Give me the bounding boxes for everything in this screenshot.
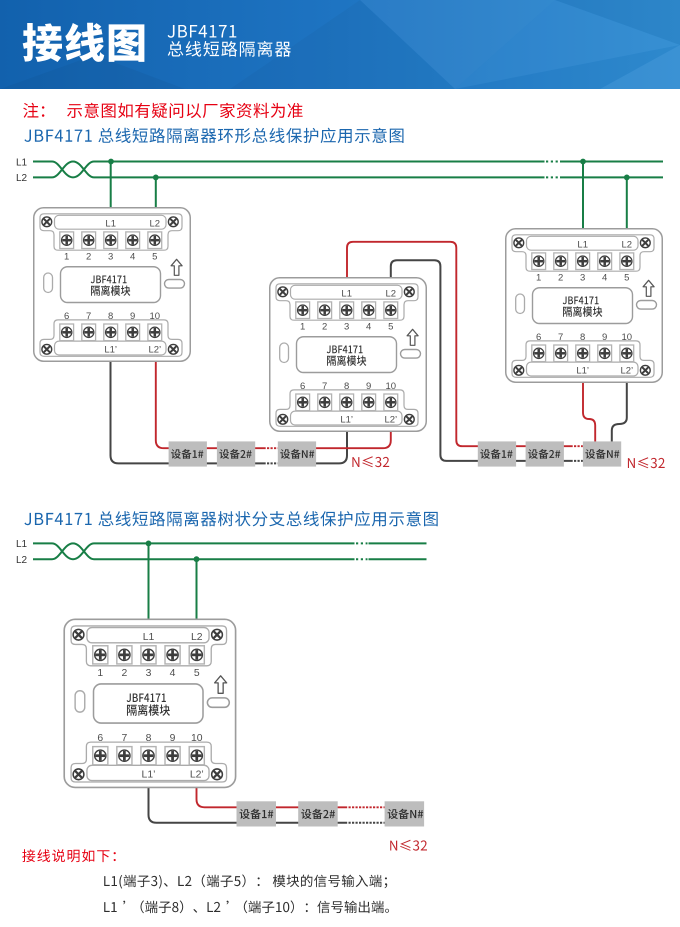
svg-text:L1: L1 — [16, 539, 28, 550]
svg-text:L1: L1 — [16, 157, 28, 168]
svg-text:L2: L2 — [16, 173, 28, 184]
svg-text:L2: L2 — [16, 555, 28, 566]
